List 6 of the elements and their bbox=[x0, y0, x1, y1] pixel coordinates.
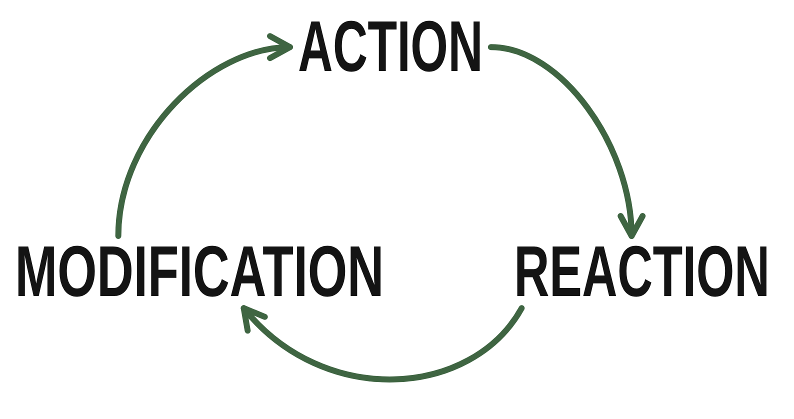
curved-arrow bbox=[240, 305, 525, 382]
cycle-stage-label: ACTION bbox=[298, 19, 483, 76]
curved-arrow bbox=[488, 44, 644, 239]
cycle-stage-label: REACTION bbox=[514, 244, 770, 300]
curved-arrow bbox=[115, 34, 293, 239]
cycle-stage-label: MODIFICATION bbox=[15, 244, 384, 300]
